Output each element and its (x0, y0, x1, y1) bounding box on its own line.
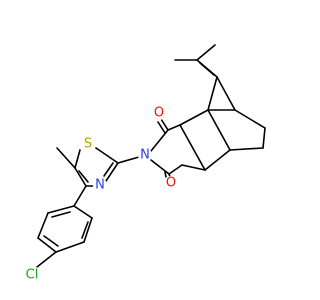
bond-thiazole-methyl (56, 147, 76, 169)
bond-bridge-left (207, 76, 218, 111)
bond-aryl-link (73, 185, 87, 207)
bond-phenyl-4 (37, 237, 57, 253)
bond-bridgehead-bottom (207, 109, 231, 151)
bond-thiazole-c2-s (95, 147, 119, 164)
bond-thiazole-n-c2-a (105, 162, 119, 182)
bond-methyl-right (196, 44, 216, 61)
bond-fusion-vertical (179, 124, 206, 171)
bond-thiazole-n-c2-b (103, 162, 114, 177)
bond-thiazole-c5-c4-a (74, 167, 87, 187)
atom-sulfur-thiazole-label: S (84, 137, 92, 152)
bond-c-cl (36, 251, 57, 268)
bond-bridge-right (216, 76, 236, 111)
atom-nitrogen-thiazole-label: N (95, 178, 105, 193)
bond-n-thiazole (117, 156, 140, 164)
bond-fusion-top (179, 109, 209, 126)
bond-exocyclic-double-b (199, 62, 215, 76)
atom-nitrogen-thiazole: N (93, 178, 107, 193)
bond-phenyl-6 (47, 205, 75, 214)
bond-imide-bottom (150, 159, 170, 175)
atom-oxygen-top-label: O (154, 106, 164, 121)
atom-nitrogen-imide-label: N (140, 148, 150, 163)
atom-chlorine-label: Cl (26, 268, 39, 283)
atom-oxygen-bottom: O (164, 176, 178, 191)
bond-phenyl-inner-b (43, 235, 59, 247)
atom-nitrogen-imide: N (138, 148, 152, 163)
bond-phenyl-inner-c (51, 211, 71, 218)
bond-phenyl-5 (37, 212, 49, 239)
atom-oxygen-top: O (152, 106, 166, 121)
atom-sulfur-thiazole: S (81, 137, 95, 152)
bond-layer (36, 44, 266, 268)
bond-carbonyl-bottom-o-b (164, 171, 167, 178)
bond-ring-bottom-right (229, 147, 264, 151)
bond-carbonyl-top-c (167, 124, 181, 131)
bond-ring-ethano (262, 127, 266, 149)
bond-fusion-bottom (181, 164, 206, 171)
bond-phenyl-1 (73, 205, 93, 219)
atom-oxygen-bottom-label: O (166, 176, 176, 191)
bond-ring-top-right (234, 109, 266, 129)
bond-thiazole-c5-c4-b (78, 170, 89, 183)
bond-imide-top (150, 129, 169, 152)
bond-bridge-lower (204, 149, 231, 171)
bond-phenyl-2 (83, 217, 93, 243)
bond-thiazole-s-c5 (74, 149, 81, 169)
atom-label-layer: O O N S N Cl (23, 106, 178, 284)
bond-carbonyl-bottom-c (168, 164, 183, 175)
molecule-structure-diagram: O O N S N Cl (23, 44, 266, 284)
bond-phenyl-inner-a (81, 221, 89, 239)
bond-carbonyl-top-o-b (157, 121, 166, 134)
bond-phenyl-3 (55, 241, 85, 253)
bond-carbonyl-top-o-a (160, 118, 169, 131)
atom-chlorine: Cl (23, 266, 41, 284)
